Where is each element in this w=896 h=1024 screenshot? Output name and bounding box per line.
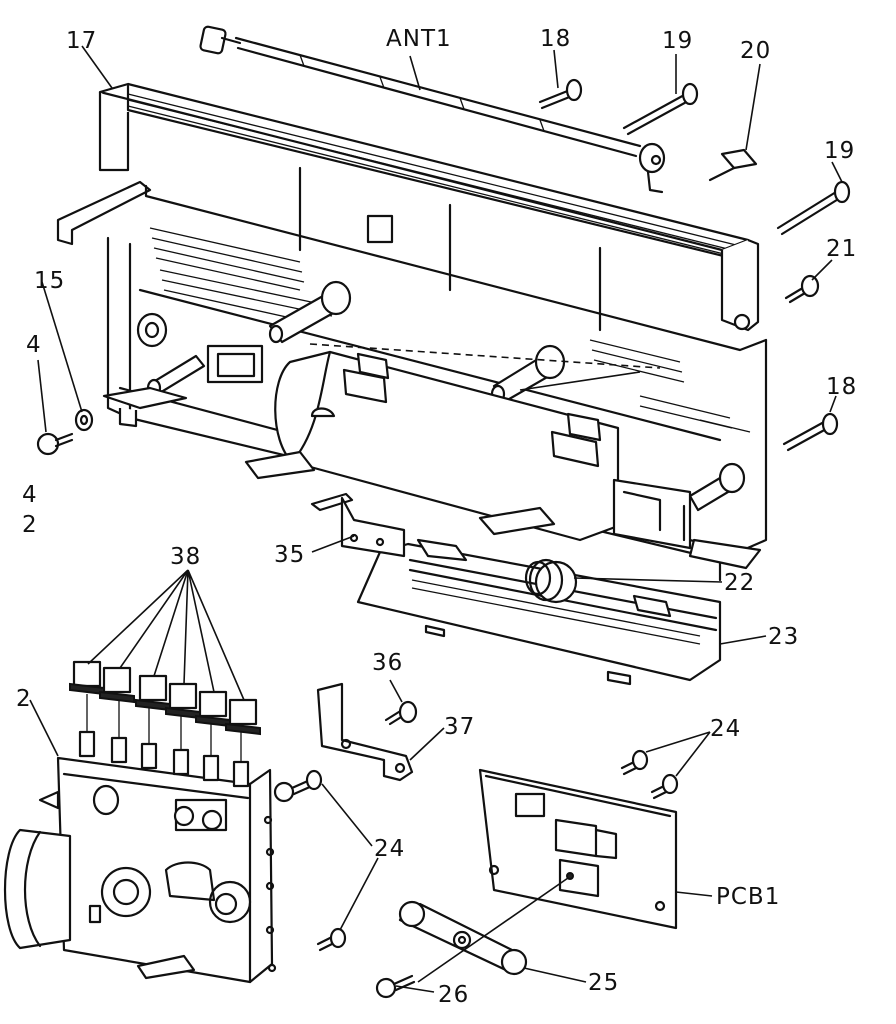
callout-37: 37 xyxy=(444,714,476,740)
clip-20 xyxy=(708,148,758,182)
cabinet-body xyxy=(56,166,768,582)
boss-center-lower xyxy=(490,344,566,404)
callout-2: 2 xyxy=(16,686,32,712)
callout-ant1: ANT1 xyxy=(386,26,452,52)
screw-19-top xyxy=(622,82,699,136)
callout-4-left: 4 xyxy=(26,332,42,358)
washer-15 xyxy=(74,408,94,432)
screw-18-top xyxy=(538,78,583,110)
callout-15: 15 xyxy=(34,268,66,294)
callout-20: 20 xyxy=(740,38,772,64)
screw-24-chassis-upper xyxy=(273,769,323,803)
callout-4-side: 4 xyxy=(22,482,38,508)
callout-23: 23 xyxy=(768,624,800,650)
boss-center-upper xyxy=(268,280,352,344)
callout-19-top: 19 xyxy=(662,28,694,54)
bracket-37 xyxy=(316,682,414,782)
callout-pcb1: PCB1 xyxy=(716,884,781,910)
screw-21 xyxy=(784,274,820,304)
spring-22 xyxy=(524,558,578,604)
screw-24-pcb-right xyxy=(650,773,679,800)
bracket-35 xyxy=(310,492,406,558)
antenna-ant1 xyxy=(199,25,666,194)
callout-38: 38 xyxy=(170,544,202,570)
boss-right-lower xyxy=(688,462,746,512)
lever-25 xyxy=(398,900,528,976)
callout-24-left: 24 xyxy=(374,836,406,862)
callout-26: 26 xyxy=(438,982,470,1008)
switch-array-38 xyxy=(69,660,261,788)
screw-26 xyxy=(375,974,416,999)
screw-36 xyxy=(384,700,418,726)
callout-17: 17 xyxy=(66,28,98,54)
leader-lines xyxy=(29,45,843,993)
callout-35: 35 xyxy=(274,542,306,568)
screw-4 xyxy=(36,432,74,456)
screw-18-right xyxy=(782,412,839,452)
screw-24-pcb-left xyxy=(620,749,649,776)
callout-18-right: 18 xyxy=(826,374,858,400)
callout-22: 22 xyxy=(724,570,756,596)
circuit-board-pcb1 xyxy=(478,768,678,930)
screw-24-chassis-lower xyxy=(316,927,347,952)
callout-18-top: 18 xyxy=(540,26,572,52)
chassis-2 xyxy=(3,756,277,984)
boss-left-upper xyxy=(136,312,168,348)
callout-21: 21 xyxy=(826,236,858,262)
callout-2-side: 2 xyxy=(22,512,38,538)
callout-19-right: 19 xyxy=(824,138,856,164)
screw-19-right xyxy=(776,180,851,236)
callout-24-right: 24 xyxy=(710,716,742,742)
callout-25: 25 xyxy=(588,970,620,996)
top-handle-bar-17 xyxy=(98,82,760,332)
callout-36: 36 xyxy=(372,650,404,676)
